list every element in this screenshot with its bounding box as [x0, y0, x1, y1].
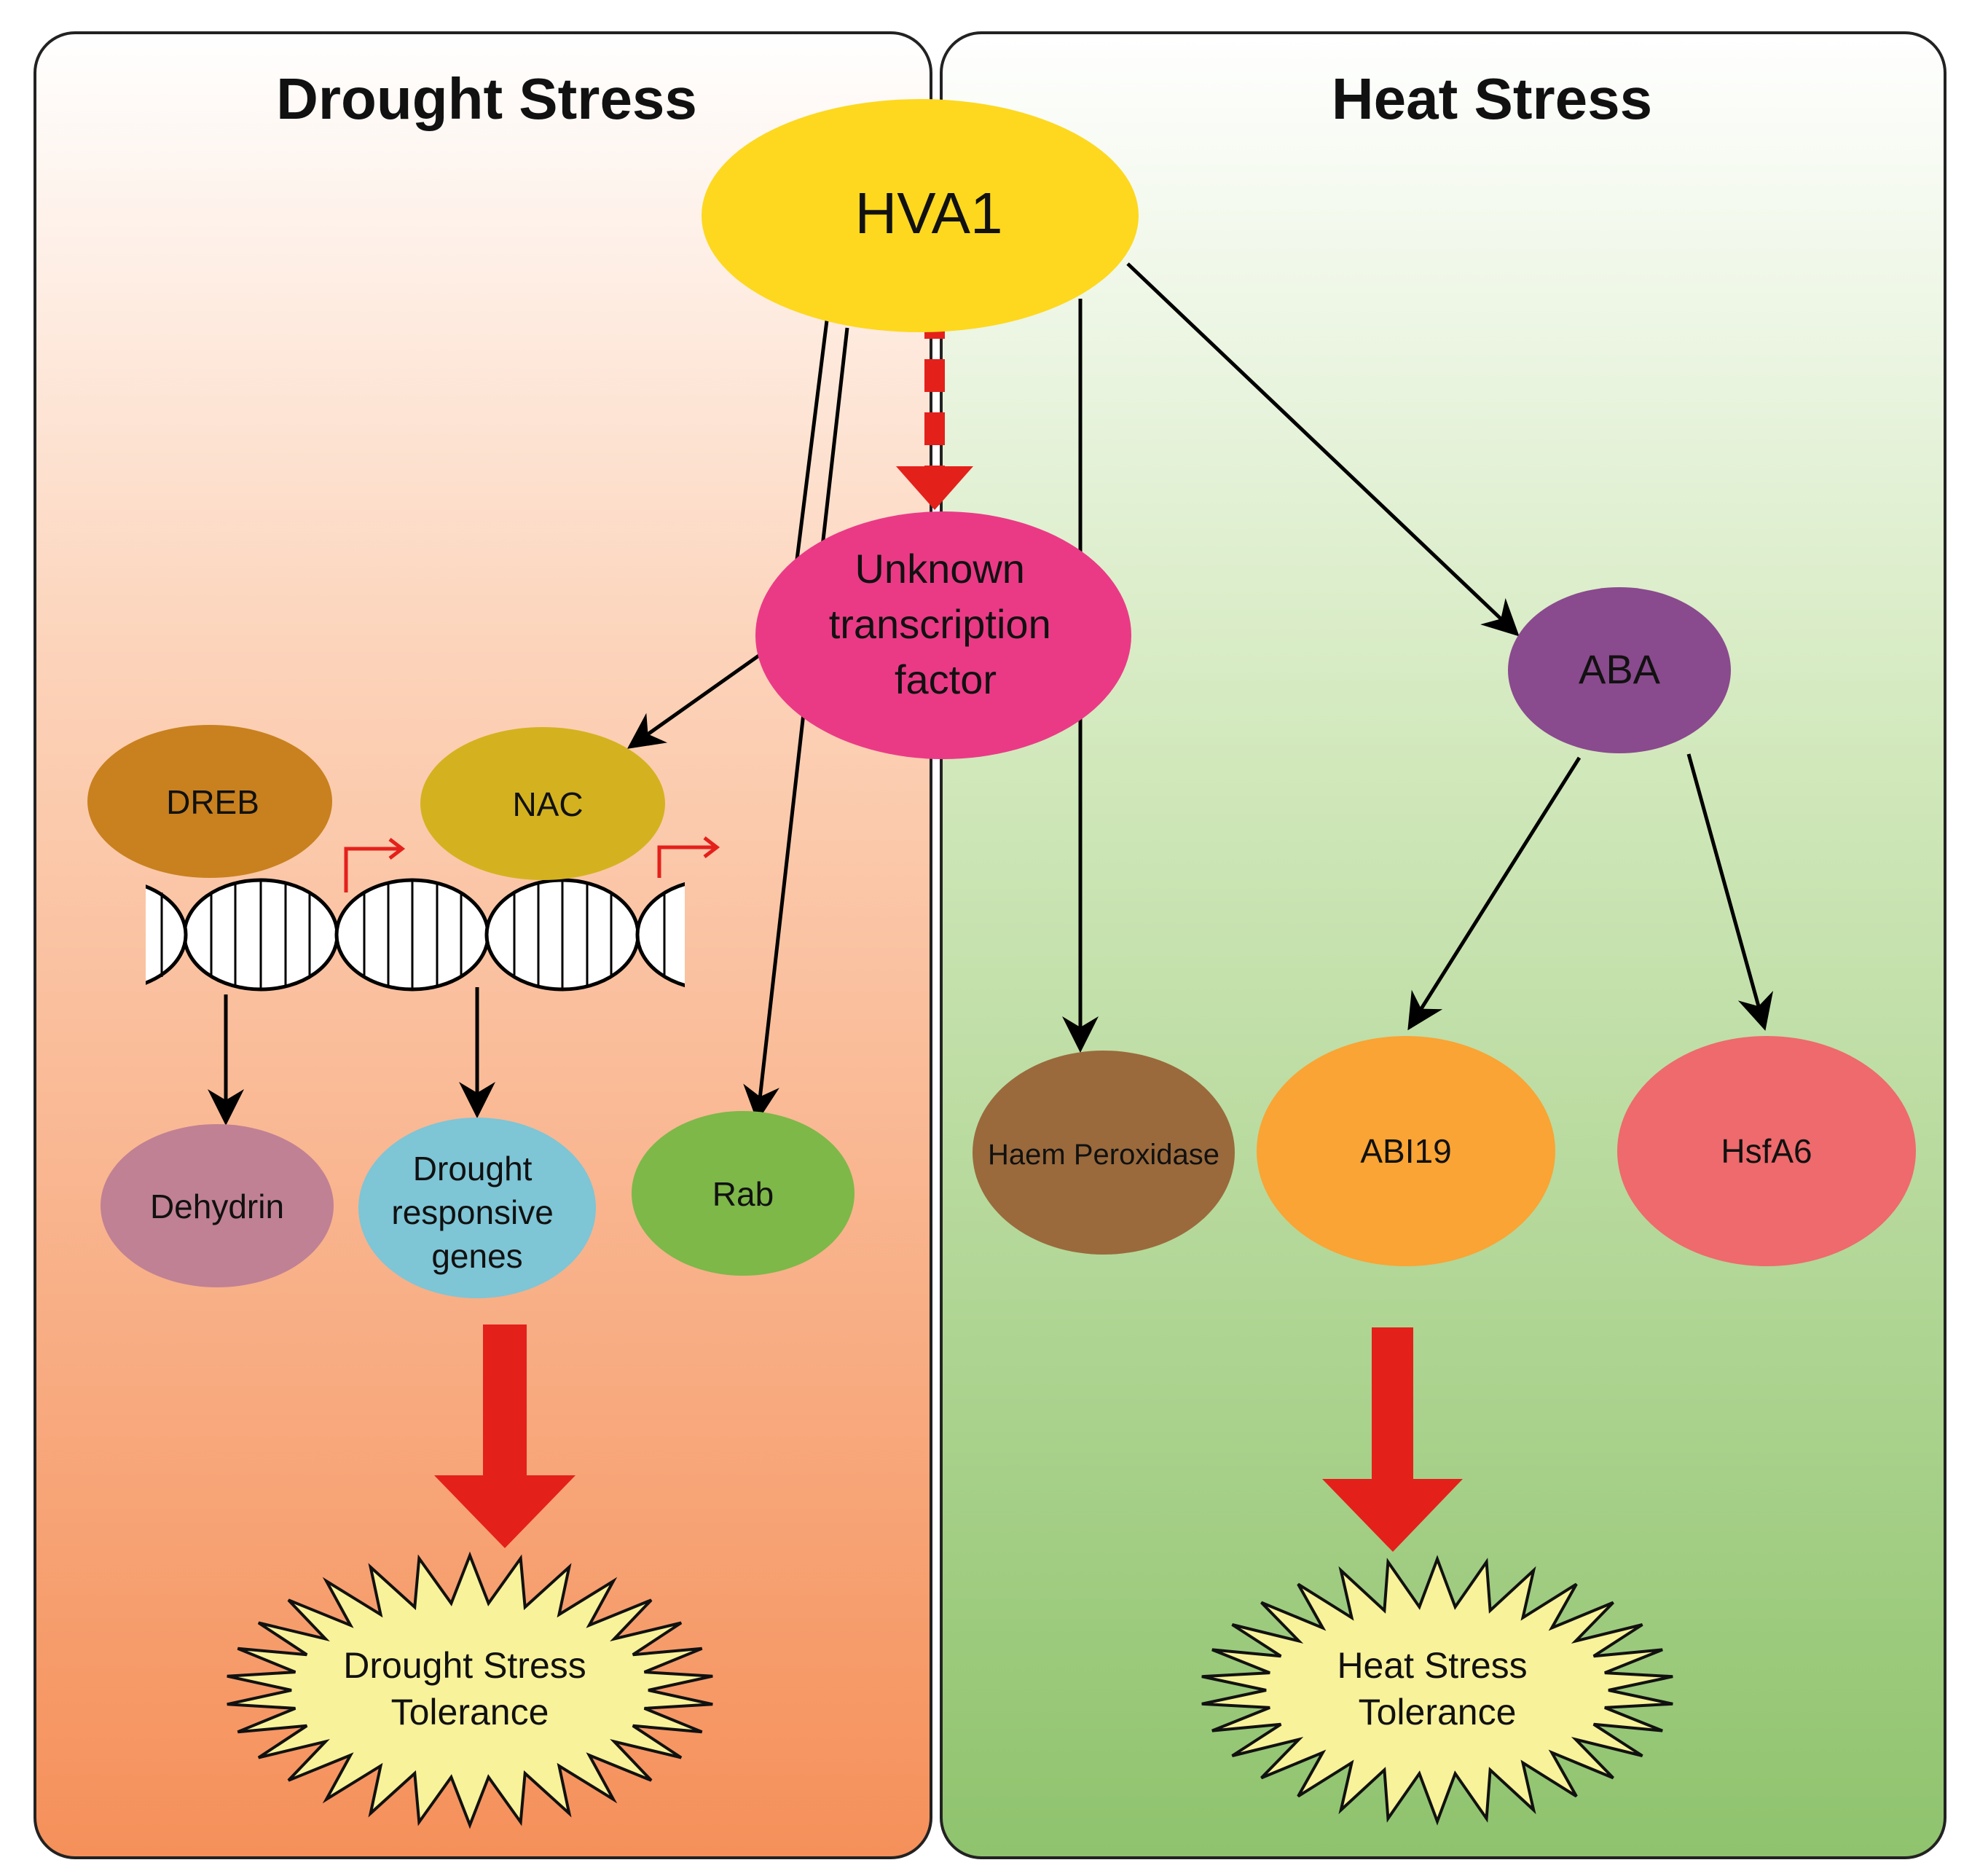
- node-unknown-tf: Unknown transcription factor: [755, 511, 1131, 759]
- drought-panel-title: Drought Stress: [276, 66, 697, 131]
- node-rab-label: Rab: [712, 1175, 774, 1213]
- tss-arrow-1: [344, 847, 401, 892]
- node-drought-genes-line-1: Drought: [413, 1150, 533, 1188]
- svg-text:Unknown transcription: Unknown transcription factor: [829, 546, 1063, 702]
- node-unknown-tf-line-3: factor: [895, 656, 997, 702]
- arrow-aba-to-abi19: [1407, 756, 1582, 1031]
- node-aba-label: ABA: [1579, 646, 1661, 692]
- big-arrow-heat: [1322, 1327, 1463, 1552]
- arrow-aba-to-hsfa6: [1686, 753, 1774, 1031]
- outcome-drought-line-1: Drought Stress: [343, 1645, 586, 1686]
- node-abi19: ABI19: [1257, 1036, 1555, 1266]
- svg-text:Drought responsive: Drought responsive genes: [391, 1150, 562, 1275]
- svg-text:Drought Stress Tolerance: Drought Stress Tolerance: [343, 1645, 596, 1732]
- node-drought-responsive-genes: Drought responsive genes: [358, 1118, 596, 1298]
- node-rab: Rab: [632, 1111, 855, 1276]
- node-nac-label: NAC: [512, 785, 583, 823]
- node-aba: ABA: [1508, 587, 1731, 753]
- tss-arrow-2: [657, 845, 715, 878]
- node-unknown-tf-line-2: transcription: [829, 601, 1051, 647]
- connector-arrows: [208, 262, 1774, 1126]
- node-haem-peroxidase: Haem Peroxidase: [973, 1051, 1235, 1255]
- outcome-heat-line-1: Heat Stress: [1337, 1645, 1527, 1686]
- arrow-hva1-to-rab: [743, 327, 849, 1122]
- node-nac: NAC: [420, 727, 665, 880]
- heat-panel-title: Heat Stress: [1332, 66, 1652, 131]
- node-dreb-label: DREB: [166, 783, 259, 821]
- dashed-arrow-hva1-to-tf: [896, 306, 973, 510]
- dna-helix-icon: [146, 878, 685, 992]
- node-hsfa6: HsfA6: [1617, 1036, 1916, 1266]
- node-drought-genes-line-3: genes: [431, 1237, 522, 1275]
- outcome-drought-tolerance: Drought Stress Tolerance: [227, 1551, 713, 1829]
- outcome-heat-line-2: Tolerance: [1359, 1692, 1517, 1732]
- svg-text:Heat Stress Tolerance: Heat Stress Tolerance: [1337, 1645, 1537, 1732]
- node-haem-peroxidase-label: Haem Peroxidase: [988, 1139, 1219, 1171]
- outcome-heat-tolerance: Heat Stress Tolerance: [1201, 1555, 1673, 1826]
- node-unknown-tf-line-1: Unknown: [855, 546, 1024, 592]
- node-dehydrin-label: Dehydrin: [150, 1188, 284, 1225]
- node-dehydrin: Dehydrin: [101, 1124, 334, 1287]
- node-hsfa6-label: HsfA6: [1721, 1132, 1812, 1170]
- node-abi19-label: ABI19: [1360, 1132, 1451, 1170]
- big-arrow-drought: [434, 1324, 575, 1548]
- node-dreb: DREB: [87, 725, 332, 878]
- heat-panel: [940, 31, 1946, 1859]
- node-hva1-label: HVA1: [855, 181, 1002, 246]
- node-drought-genes-line-2: responsive: [391, 1193, 553, 1231]
- transcription-start-icons: [344, 836, 720, 892]
- arrow-hva1-to-aba: [1126, 262, 1520, 637]
- node-hva1: HVA1: [702, 99, 1139, 332]
- outcome-drought-line-2: Tolerance: [391, 1692, 549, 1732]
